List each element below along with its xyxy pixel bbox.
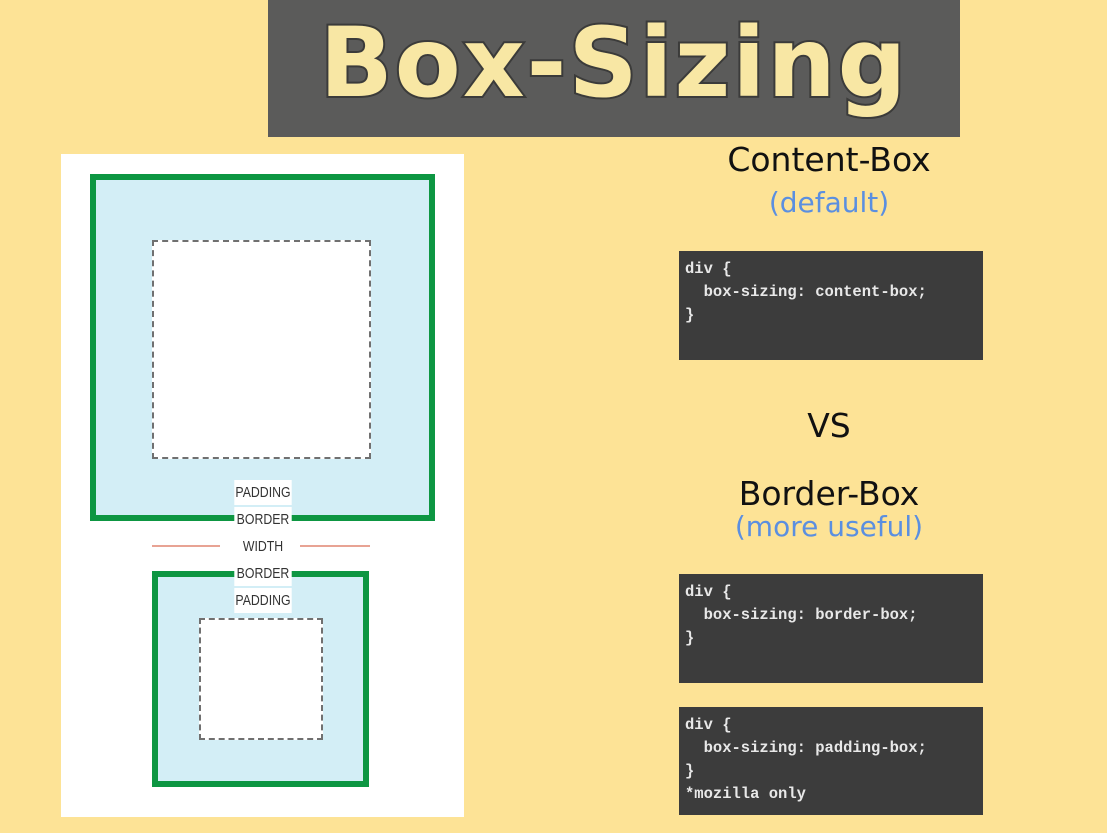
code-line: div {	[685, 583, 732, 601]
code-line: }	[685, 629, 695, 647]
content-box-content-area	[152, 240, 371, 459]
border-box-content-area	[199, 618, 323, 740]
code-line: box-sizing: content-box;	[685, 283, 927, 301]
label-width: WIDTH	[234, 534, 292, 559]
code-line: }	[685, 306, 695, 324]
label-border-top: BORDER	[234, 507, 292, 532]
code-line: div {	[685, 260, 732, 278]
width-line-left	[152, 545, 220, 547]
content-box-code: div { box-sizing: content-box;}	[679, 251, 983, 360]
border-box-subheading: (more useful)	[734, 510, 924, 543]
label-border-bottom: BORDER	[234, 561, 292, 586]
page-title: Box-Sizing	[318, 6, 909, 119]
code-line: box-sizing: border-box;	[685, 606, 918, 624]
label-padding-bottom: PADDING	[234, 588, 292, 613]
title-banner: Box-Sizing	[268, 0, 960, 137]
vs-label: VS	[807, 406, 851, 445]
code-line: }	[685, 762, 695, 780]
code-line: box-sizing: padding-box;	[685, 739, 927, 757]
code-line: div {	[685, 716, 732, 734]
padding-box-code: div { box-sizing: padding-box;} *mozilla …	[679, 707, 983, 815]
label-padding-top: PADDING	[234, 480, 292, 505]
border-box-heading: Border-Box	[738, 474, 920, 513]
border-box-code: div { box-sizing: border-box;}	[679, 574, 983, 683]
width-line-right	[300, 545, 370, 547]
content-box-heading: Content-Box	[727, 140, 931, 179]
code-footnote: *mozilla only	[685, 785, 806, 803]
content-box-subheading: (default)	[768, 186, 890, 219]
